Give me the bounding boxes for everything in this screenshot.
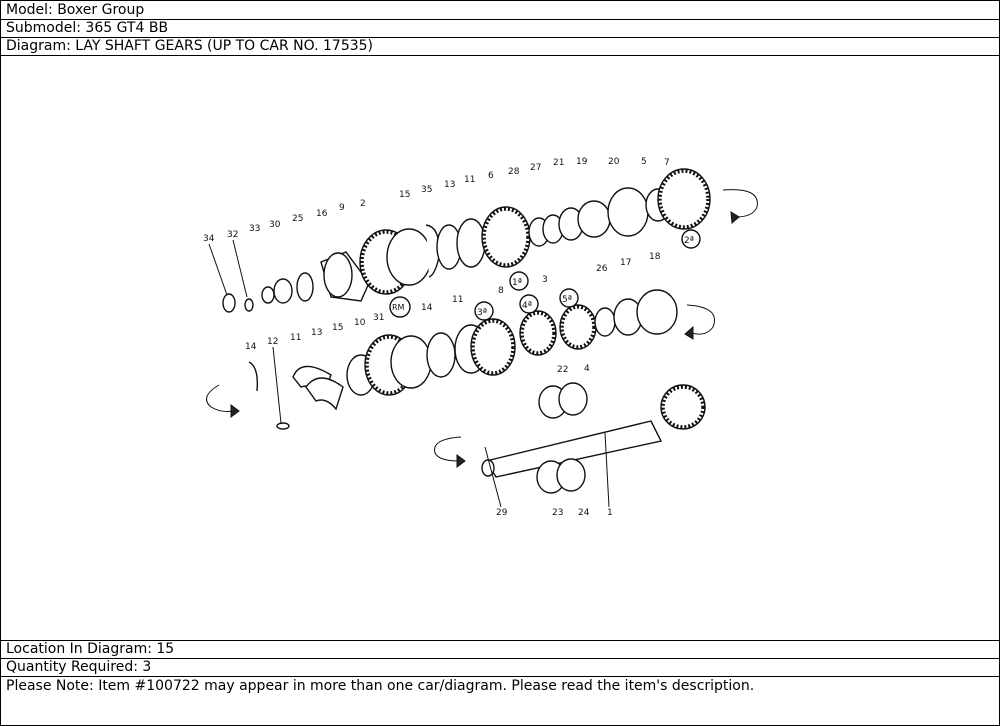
callout: 19	[576, 157, 588, 167]
callout: 33	[249, 224, 260, 234]
callout: 21	[553, 158, 564, 168]
gear-label: 4ª	[522, 301, 532, 311]
callout: 20	[608, 157, 620, 167]
callout: 3	[542, 275, 548, 285]
callout: 6	[488, 171, 494, 181]
diagram-title: Diagram: LAY SHAFT GEARS (UP TO CAR NO. …	[1, 38, 999, 56]
callout: 24	[578, 508, 590, 518]
gear-label: 2ª	[684, 236, 694, 246]
submodel-label: Submodel: 365 GT4 BB	[1, 20, 999, 38]
callout: 15	[399, 190, 410, 200]
callout: 11	[464, 175, 475, 185]
callout: 1	[607, 508, 613, 518]
callout: 32	[227, 230, 238, 240]
callout: 7	[664, 158, 670, 168]
callout: 12	[267, 337, 278, 347]
callout: 8	[498, 286, 504, 296]
exploded-parts-diagram: 34 32 33 30 25 16 9 2 15 35 13 11 6 28 2…	[1, 57, 999, 641]
callout: 9	[339, 203, 345, 213]
callout: 14	[421, 303, 433, 313]
lay-shaft	[434, 382, 706, 494]
callout: 27	[530, 163, 541, 173]
quantity-required: Quantity Required: 3	[1, 659, 999, 677]
callout: 2	[360, 199, 366, 209]
callout: 22	[557, 365, 568, 375]
callout: 31	[373, 313, 384, 323]
callout: 4	[584, 364, 590, 374]
callout: 5	[641, 157, 647, 167]
callout: 23	[552, 508, 563, 518]
please-note: Please Note: Item #100722 may appear in …	[6, 678, 755, 694]
gear-label: 3ª	[477, 308, 487, 318]
callout: 17	[620, 258, 631, 268]
callout: 16	[316, 209, 328, 219]
callout: 34	[203, 234, 215, 244]
gear-label: 5ª	[562, 295, 572, 305]
callout: 11	[290, 333, 301, 343]
upper-gear-row	[222, 168, 758, 313]
model-label: Model: Boxer Group	[1, 2, 999, 20]
callout: 30	[269, 220, 281, 230]
lower-gear-row	[206, 289, 715, 430]
callout: 28	[508, 167, 520, 177]
callout: 11	[452, 295, 463, 305]
location-in-diagram: Location In Diagram: 15	[1, 641, 999, 659]
callout: 18	[649, 252, 661, 262]
gear-label: 1ª	[512, 278, 522, 288]
callout: 29	[496, 508, 508, 518]
callout-numbers: 34 32 33 30 25 16 9 2 15 35 13 11 6 28 2…	[203, 157, 670, 518]
diagram-drawing: 34 32 33 30 25 16 9 2 15 35 13 11 6 28 2…	[203, 157, 758, 518]
callout: 14	[245, 342, 257, 352]
callout: 35	[421, 185, 432, 195]
gear-label: RM	[392, 303, 405, 312]
callout: 10	[354, 318, 366, 328]
callout: 13	[311, 328, 322, 338]
callout: 15	[332, 323, 343, 333]
callout: 26	[596, 264, 608, 274]
callout: 13	[444, 180, 455, 190]
callout: 25	[292, 214, 303, 224]
gear-position-labels: 1ª 2ª 3ª 4ª 5ª RM	[389, 229, 701, 321]
